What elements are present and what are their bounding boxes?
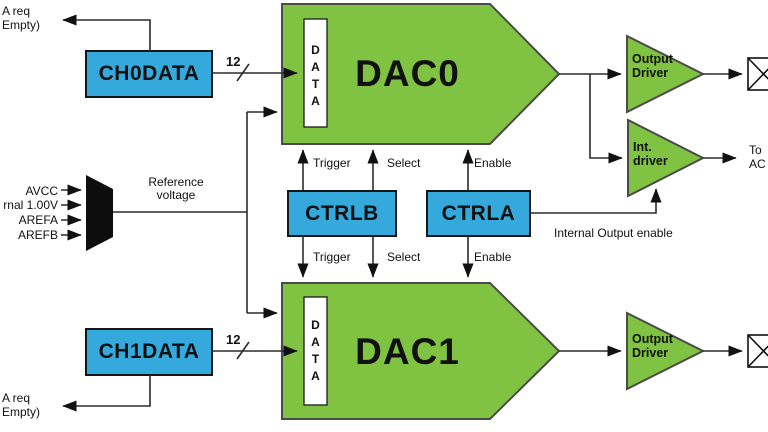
wire-ch0-dma-request xyxy=(62,14,151,51)
reference-mux-shape xyxy=(86,175,113,251)
dac0-block-label: DAC0 xyxy=(355,53,460,94)
internal-output-enable-label: Internal Output enable xyxy=(554,226,673,240)
data0-buffer-label: DATA xyxy=(311,43,320,108)
output-driver1-shape xyxy=(626,311,706,391)
dac1-block-label: DAC1 xyxy=(355,331,460,372)
select-label-bottom: Select xyxy=(387,250,421,264)
avcc-input-label: AVCC xyxy=(25,184,58,198)
dma-request-label-ch1: A req Empty) xyxy=(2,391,41,419)
ctrla-register-label: CTRLA xyxy=(441,201,516,225)
int-driver-label: Int. driver xyxy=(633,140,668,168)
ctrlb-register-box xyxy=(287,190,397,237)
wire-ctrla-int-output-enable xyxy=(530,188,662,214)
dac0-output-pin xyxy=(747,57,768,91)
trigger-label-bottom: Trigger xyxy=(313,250,351,264)
output-driver0-shape xyxy=(626,34,706,114)
output-driver0-label: Output Driver xyxy=(632,52,673,80)
ch0data-register-label: CH0DATA xyxy=(98,62,200,85)
dac1-output-pin xyxy=(747,334,768,368)
dac1-block-shape xyxy=(281,282,561,420)
enable-label-bottom: Enable xyxy=(474,250,512,264)
ch0data-register-box xyxy=(85,50,213,98)
ch1data-register-box xyxy=(85,328,213,376)
bus-width-label-ch0: 12 xyxy=(226,54,241,69)
wire-dac0-int-branch xyxy=(589,74,623,164)
output-driver1-label: Output Driver xyxy=(632,332,673,360)
enable-label-top: Enable xyxy=(474,156,512,170)
data0-buffer-box xyxy=(303,18,328,128)
arefa-input-label: AREFA xyxy=(18,213,58,227)
bus-width-label-ch1: 12 xyxy=(226,332,241,347)
arefb-input-label: AREFB xyxy=(17,228,58,242)
select-label-top: Select xyxy=(387,156,421,170)
to-ac-label: To AC xyxy=(749,143,766,171)
ch1data-register-label: CH1DATA xyxy=(98,340,200,363)
data1-buffer-label: DATA xyxy=(311,318,320,383)
data1-buffer-box xyxy=(303,296,328,406)
trigger-label-top: Trigger xyxy=(313,156,351,170)
int-driver-shape xyxy=(627,118,706,198)
dma-request-label-ch0: A req Empty) xyxy=(2,4,41,32)
ctrlb-register-label: CTRLB xyxy=(305,201,379,225)
internal-1v-input-label: rnal 1.00V xyxy=(3,198,58,212)
dac0-block-shape xyxy=(281,3,561,145)
wire-ch1-dma-request xyxy=(62,375,151,412)
bus-slash-ch0 xyxy=(236,63,250,82)
reference-voltage-label: Reference voltage xyxy=(148,175,204,202)
bus-slash-ch1 xyxy=(236,341,250,360)
ctrla-register-box xyxy=(426,190,531,237)
